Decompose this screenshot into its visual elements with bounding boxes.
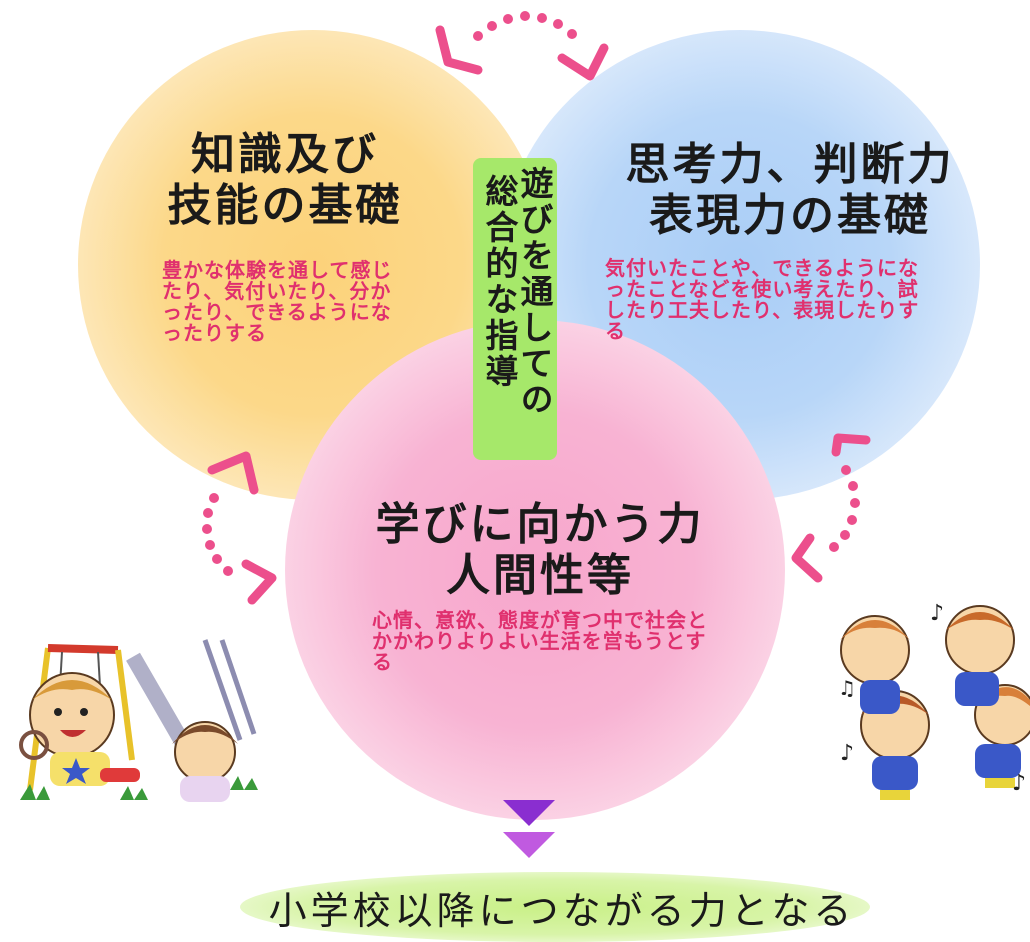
center-label-line1: 遊びを通しての [515,166,554,418]
attitude-title: 学びに向かう力 人間性等 [340,499,740,601]
children-playground-illustration [19,639,258,802]
bottom-banner-text: 小学校以降につながる力となる [268,889,856,933]
thinking-title: 思考力、判断力 表現力の基礎 [590,139,990,241]
thinking-description: 気付いたことや、できるようになったことなどを使い考えたり、試したり工夫したり、表… [605,256,920,343]
attitude-title-line1: 学びに向かう力 [375,499,705,550]
decorations: ♪ ♪ ♪ ♫ [19,11,1030,858]
thinking-title-line2: 表現力の基礎 [649,189,931,241]
knowledge-title-line1: 知識及び [191,129,379,180]
knowledge-title: 知識及び 技能の基礎 [140,129,430,231]
svg-text:♪: ♪ [840,741,854,766]
svg-text:♪: ♪ [1012,771,1026,796]
knowledge-description: 豊かな体験を通して感じたり、気付いたり、分かったり、できるようになったりする [162,258,393,345]
attitude-title-line2: 人間性等 [446,549,634,601]
thinking-title-line1: 思考力、判断力 [625,139,955,190]
knowledge-title-line2: 技能の基礎 [167,179,403,231]
center-label-box [473,158,557,460]
attitude-description: 心情、意欲、態度が育つ中で社会とかかわりよりよい生活を営もうとする [372,608,708,674]
curved-arrow-left [202,451,277,605]
children-dancing-illustration: ♪ ♪ ♪ ♫ [838,601,1030,800]
curved-arrow-right [791,433,871,583]
svg-text:♫: ♫ [838,676,856,700]
curved-arrow-top [435,11,609,81]
svg-text:♪: ♪ [930,601,944,626]
center-label-line2: 総合的な指導 [480,174,519,390]
down-triangle-icon [503,800,555,858]
